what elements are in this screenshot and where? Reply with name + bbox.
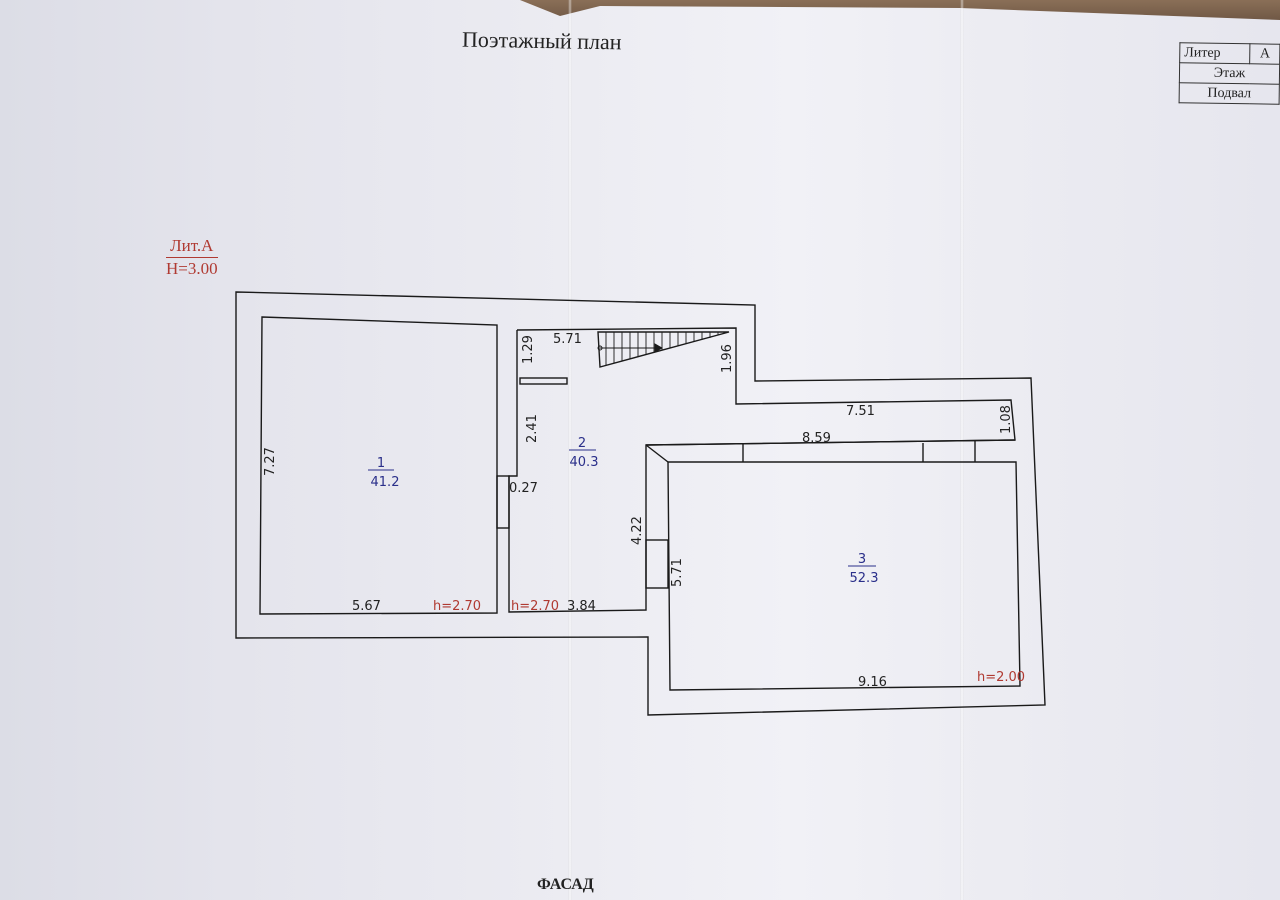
- passage-divider: [645, 444, 669, 463]
- dim-passage-108: 1.08: [999, 405, 1014, 434]
- dim-room3-width: 9.16: [858, 675, 887, 690]
- door-room3: [645, 539, 669, 589]
- room-1-height: h=2.70: [433, 599, 481, 614]
- dim-room1-height: 7.27: [263, 447, 278, 476]
- passage-divider: [645, 439, 1016, 446]
- room-2-number: 2: [578, 436, 586, 451]
- dim-corridor-027: 0.27: [509, 481, 538, 496]
- dim-corridor-top: 5.71: [553, 332, 582, 347]
- room-2-height: h=2.70: [511, 599, 559, 614]
- door-room1: [496, 475, 510, 529]
- dim-room3-height: 5.71: [670, 558, 685, 587]
- corridor-outline: [508, 327, 1016, 613]
- room-3-number: 3: [858, 552, 866, 567]
- dim-room1-width: 5.67: [352, 599, 381, 614]
- building-label: Лит.А Н=3.00: [166, 236, 218, 279]
- room-3-outline: [667, 461, 1021, 691]
- dim-passage-751: 7.51: [846, 404, 875, 419]
- room-1-outline: [259, 316, 498, 615]
- dim-corridor-196: 1.96: [720, 344, 735, 373]
- building-lit: Лит.А: [166, 236, 218, 258]
- stair-steps: [597, 332, 719, 365]
- room-3-area: 52.3: [850, 571, 879, 586]
- outer-wall: [235, 291, 1046, 716]
- dim-corridor-384: 3.84: [567, 599, 596, 614]
- stairs: [597, 331, 730, 368]
- corridor-shelf: [519, 377, 568, 385]
- dim-passage-859: 8.59: [802, 431, 831, 446]
- building-height: Н=3.00: [166, 259, 218, 278]
- paper-fold: [960, 0, 964, 900]
- room-2-area: 40.3: [570, 455, 599, 470]
- room-3-height: h=2.00: [977, 670, 1025, 685]
- dim-corridor-241: 2.41: [525, 414, 540, 443]
- room-1-area: 41.2: [371, 475, 400, 490]
- dim-corridor-422: 4.22: [630, 516, 645, 545]
- facade-label: ФАСАД: [537, 876, 594, 893]
- room-1-number: 1: [377, 456, 385, 471]
- dim-corridor-129: 1.29: [521, 335, 536, 364]
